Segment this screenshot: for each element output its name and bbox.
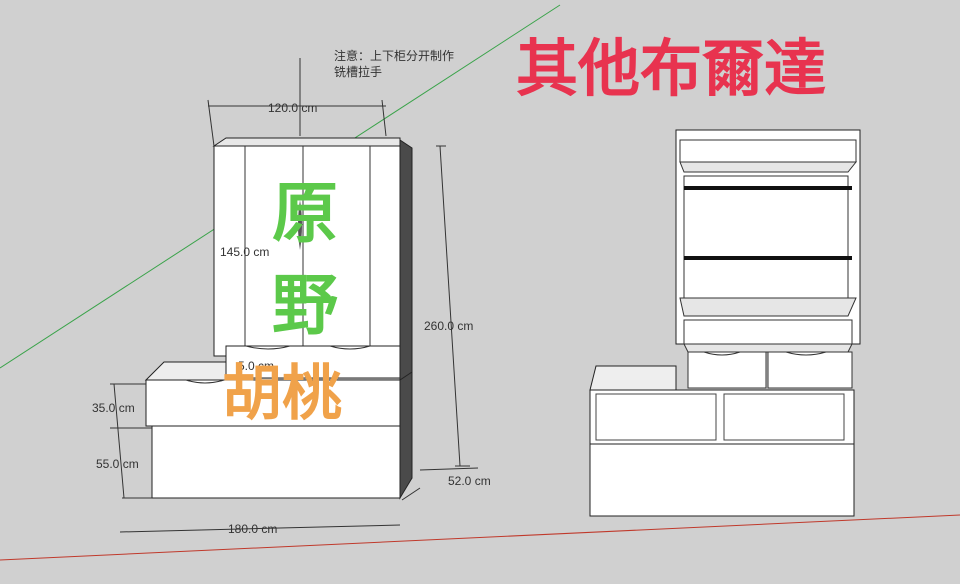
dim-depth: 52.0 cm: [448, 474, 491, 488]
dim-height-base: 55.0 cm: [96, 457, 139, 471]
bench-handle-slot: [185, 379, 225, 384]
shelf-board: [683, 343, 853, 353]
dim-small-gap: 5.0 cm: [238, 359, 274, 373]
material-label-line1: 原: [272, 175, 338, 252]
bench-top-right: [589, 365, 677, 391]
note-text-line2: 铣槽拉手: [334, 64, 382, 79]
drawer-row: [225, 345, 401, 379]
drawer-handle-slot: [329, 345, 371, 350]
dim-height-total: 260.0 cm: [424, 319, 473, 333]
shelf-board: [679, 297, 857, 317]
groove-handle: [298, 200, 302, 250]
bench-drawer-left: [595, 393, 717, 441]
left-cabinet-model[interactable]: [144, 137, 413, 500]
base-front-right: [589, 443, 855, 517]
bench-front: [145, 379, 401, 427]
hanging-compartment: [683, 175, 849, 299]
material-label-line3: 胡桃: [222, 359, 342, 429]
tall-unit-top: [212, 137, 401, 147]
shelf-board: [679, 161, 858, 173]
dim-height-bench: 35.0 cm: [92, 401, 135, 415]
shelf-lower-compartment: [683, 319, 853, 345]
drawer-handle-slot: [703, 351, 741, 356]
drawer-handle-slot: [245, 345, 291, 350]
bench-top: [144, 361, 227, 381]
shelf-top-compartment: [679, 139, 857, 163]
dim-width-top: 120.0 cm: [268, 101, 317, 115]
drawer-right: [767, 351, 853, 389]
title-label: 其他布爾達: [516, 32, 826, 105]
material-label-line2: 野: [272, 267, 338, 344]
note-text-line1: 注意：上下柜分开制作: [334, 48, 454, 63]
right-cabinet-model[interactable]: [589, 129, 861, 517]
drawer-handle-slot: [785, 351, 827, 356]
red-axis-line: [0, 514, 960, 561]
dim-width-bottom: 180.0 cm: [228, 522, 277, 536]
dimension-lines: [110, 99, 479, 533]
base-front: [151, 425, 401, 499]
drawer-left: [687, 351, 767, 389]
base-side-panel: [399, 371, 413, 500]
dim-height-upper: 145.0 cm: [220, 245, 269, 259]
bench-drawer-right: [723, 393, 845, 441]
